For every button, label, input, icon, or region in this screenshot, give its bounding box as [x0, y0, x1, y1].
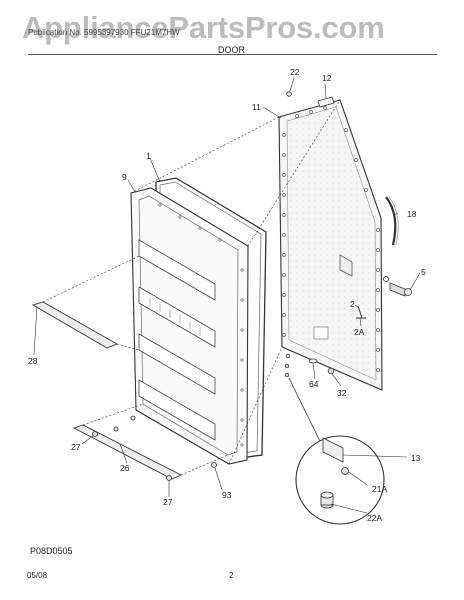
- watermark: AppliancePartsPros.com: [22, 10, 385, 45]
- callout-13: 13: [411, 453, 421, 463]
- callout-9: 9: [122, 172, 127, 182]
- callout-93: 93: [222, 490, 232, 500]
- callout-21a: 21A: [372, 484, 387, 494]
- publication-header: Publication No. 5995397930 FFU21M7HW: [28, 28, 180, 37]
- callout-26: 26: [120, 463, 130, 473]
- callout-64: 64: [309, 379, 319, 389]
- callout-11: 11: [252, 102, 261, 112]
- screw-27-upper: [92, 431, 98, 437]
- drawing-code: P08D0505: [30, 546, 73, 556]
- section-title: DOOR: [218, 45, 245, 55]
- callout-27-upper: 27: [71, 442, 81, 452]
- page-number: 2: [229, 571, 234, 580]
- screw-27-lower: [166, 475, 172, 481]
- screw-93: [211, 462, 217, 468]
- callout-2a: 2A: [354, 327, 365, 337]
- screw-22: [286, 91, 292, 97]
- washer-64: [308, 358, 318, 364]
- callout-27-lower: 27: [163, 497, 173, 507]
- logo-plate: [317, 96, 335, 108]
- header-rule: [28, 54, 437, 55]
- screw-32: [327, 367, 335, 375]
- projection-lines: [42, 99, 341, 476]
- hinge-detail-callout: [288, 377, 385, 525]
- callout-12: 12: [322, 73, 332, 83]
- callout-1: 1: [146, 151, 151, 161]
- outer-door-panel: [278, 99, 383, 391]
- screw-small: [113, 426, 119, 432]
- callout-22: 22: [290, 67, 300, 77]
- footer-date: 05/08: [27, 571, 48, 580]
- leader-lines: [33, 77, 421, 514]
- lock-assembly: [383, 276, 412, 297]
- callout-22a: 22A: [367, 513, 382, 523]
- inner-door-liner: [130, 187, 249, 465]
- hinge-pin: [356, 305, 366, 319]
- callout-5: 5: [421, 267, 426, 277]
- door-handle: [385, 196, 397, 246]
- callout-32: 32: [337, 388, 347, 398]
- callout-2: 2: [350, 299, 355, 309]
- callout-18: 18: [407, 209, 417, 219]
- hinge-screws: [284, 353, 291, 378]
- shelf-bar-28: [31, 301, 119, 349]
- screw-small: [130, 415, 136, 421]
- callout-28: 28: [28, 356, 38, 366]
